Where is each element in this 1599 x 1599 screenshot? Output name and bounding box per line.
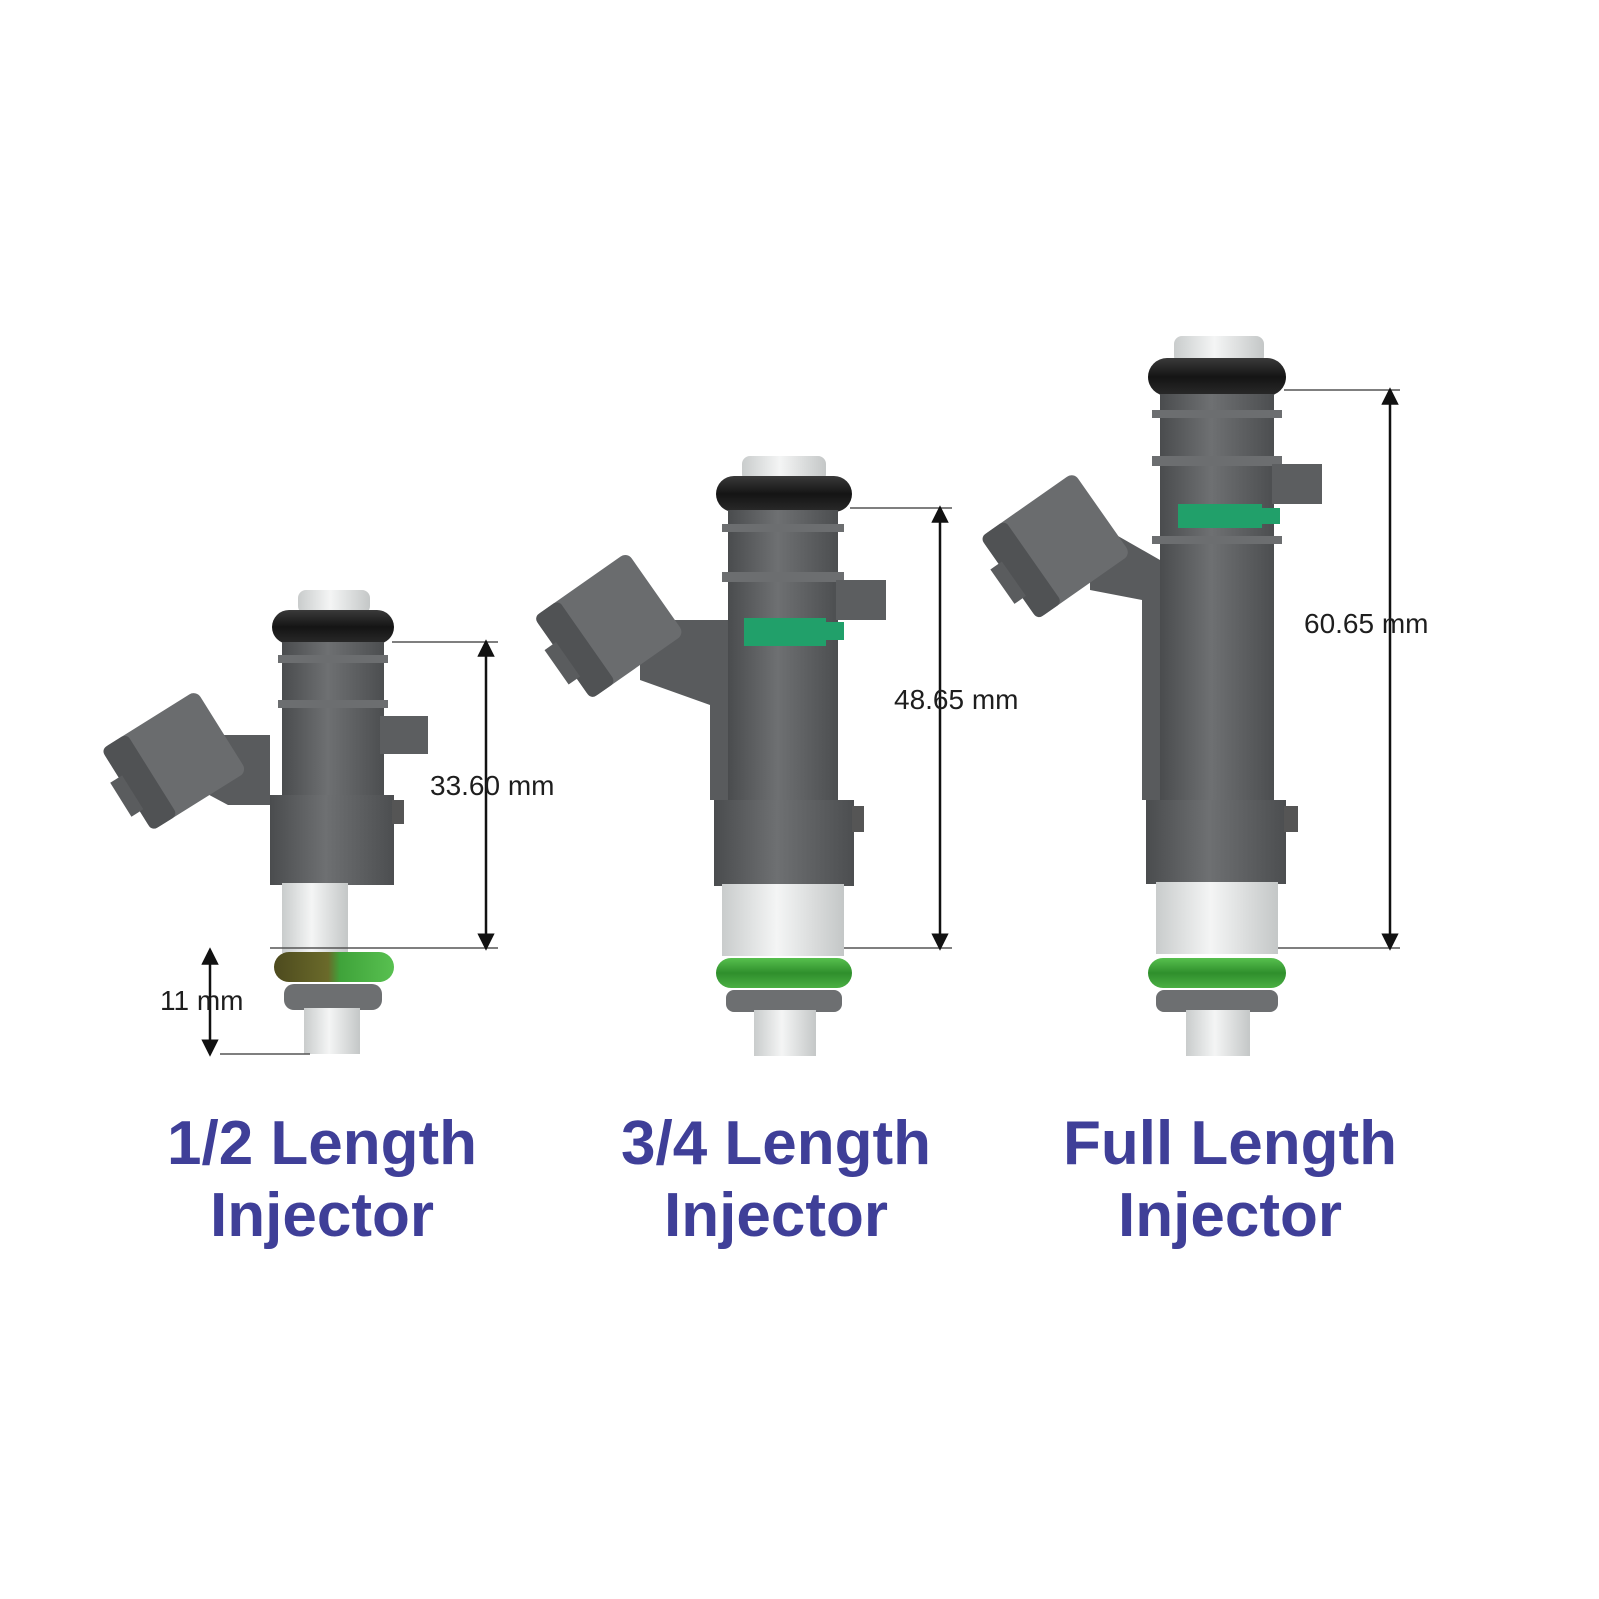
caption-three-quarter-length: 3/4 Length Injector <box>536 1108 1016 1252</box>
lower-body <box>1146 800 1286 884</box>
green-clip <box>744 618 826 646</box>
upper-body <box>282 642 384 802</box>
caption-line-1: 3/4 Length <box>620 1109 932 1178</box>
side-tab <box>1272 464 1322 504</box>
side-tab <box>836 580 886 620</box>
caption-full-length: Full Length Injector <box>990 1108 1470 1252</box>
full-length-injector: 60.65 mm <box>982 336 1429 1056</box>
upper-body <box>728 510 838 810</box>
top-o-ring <box>716 476 852 512</box>
side-tab <box>380 716 428 754</box>
top-o-ring <box>1148 358 1286 396</box>
nozzle-tip <box>1186 1010 1250 1056</box>
top-o-ring <box>272 610 394 644</box>
green-clip <box>1178 504 1262 528</box>
lower-body <box>270 795 394 885</box>
electrical-connector <box>536 555 682 697</box>
lower-washer <box>726 990 842 1012</box>
caption-line-2: Injector <box>210 1181 434 1250</box>
dimension-label-60-65: 60.65 mm <box>1304 608 1429 639</box>
caption-line-1: 1/2 Length <box>166 1109 478 1178</box>
electrical-connector <box>982 475 1128 618</box>
lower-o-ring <box>1148 958 1286 988</box>
caption-line-2: Injector <box>664 1181 888 1250</box>
three-quarter-length-injector: 48.65 mm <box>536 456 1019 1056</box>
nozzle-tip <box>304 1008 360 1054</box>
dimension-label-11: 11 mm <box>160 985 244 1016</box>
caption-line-1: Full Length <box>1062 1109 1398 1178</box>
lower-o-ring <box>716 958 852 988</box>
dimension-label-48-65: 48.65 mm <box>894 684 1019 715</box>
lower-o-ring <box>274 952 394 982</box>
lower-washer <box>284 984 382 1010</box>
lower-washer <box>1156 990 1278 1012</box>
half-length-injector: 33.60 mm 11 mm <box>103 590 555 1057</box>
nozzle-tip <box>754 1010 816 1056</box>
electrical-connector <box>103 693 245 829</box>
caption-line-2: Injector <box>1118 1181 1342 1250</box>
dimension-label-33-60: 33.60 mm <box>430 770 555 801</box>
connector-arm <box>640 620 728 800</box>
top-cap <box>298 590 370 614</box>
caption-half-length: 1/2 Length Injector <box>82 1108 562 1252</box>
connector-arm <box>1090 520 1160 800</box>
nozzle-shaft <box>722 884 844 956</box>
top-cap <box>742 456 826 482</box>
lower-body <box>714 800 854 886</box>
nozzle-shaft <box>282 883 348 953</box>
top-cap <box>1174 336 1264 364</box>
nozzle-shaft <box>1156 882 1278 954</box>
